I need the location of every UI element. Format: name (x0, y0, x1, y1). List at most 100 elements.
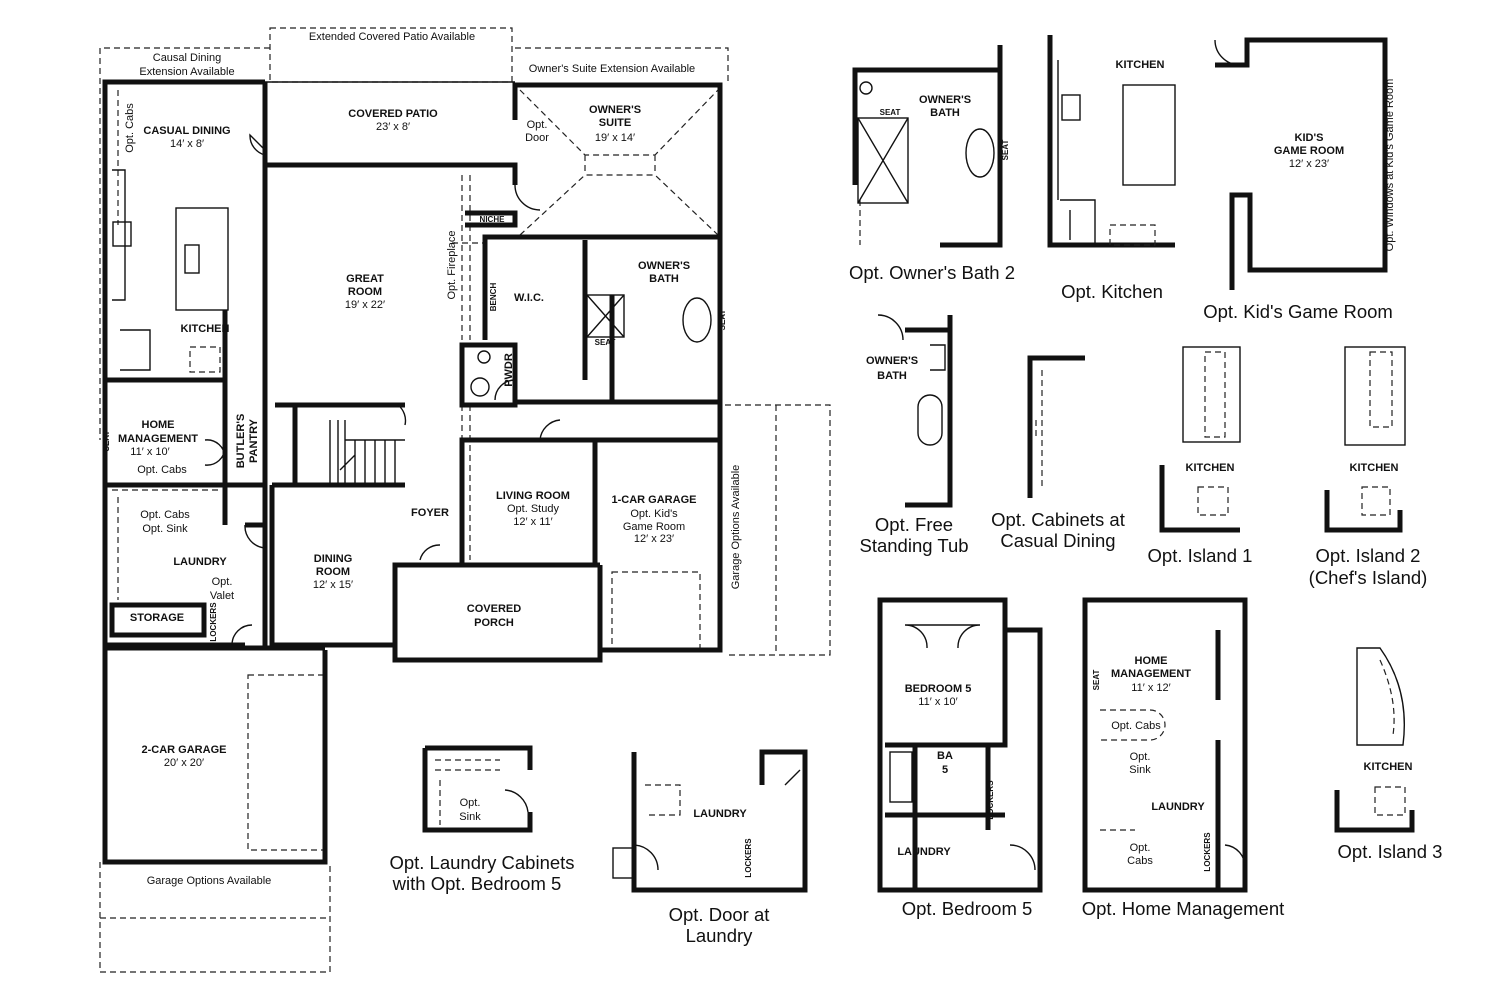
fireplace-dashed-lower (461, 405, 471, 560)
kgr-windows: Opt. Windows at Kid's Game Room (1384, 79, 1396, 252)
caption-tub-2: Standing Tub (859, 535, 968, 556)
opt-cabs-dashed (112, 90, 220, 600)
kitchen-label: KITCHEN (181, 323, 230, 335)
kgr-dim: 12′ x 23′ (1289, 158, 1329, 170)
extended-patio-label: Extended Covered Patio Available (309, 31, 475, 43)
extended-patio-option (269, 27, 513, 83)
opt-kitchen: KITCHEN Opt. Kitchen (1047, 35, 1176, 302)
door-swings (204, 133, 561, 646)
opt-kids-game-room: KID'S GAME ROOM 12′ x 23′ Opt. Windows a… (1203, 37, 1396, 322)
tub-seat-label: SEAT (718, 310, 727, 331)
caption-cabinets-1: Opt. Cabinets at (991, 509, 1125, 530)
owners-suite-name-1: OWNER'S (589, 104, 641, 116)
owners-suite-dim: 19′ x 14′ (595, 132, 635, 144)
caption-island-2-1: Opt. Island 2 (1316, 545, 1421, 566)
owners-suite-name-2: SUITE (599, 117, 631, 129)
pwdr-label: PWDR (503, 353, 515, 387)
ob2-name-1: OWNER'S (919, 94, 971, 106)
covered-patio-name: COVERED PATIO (348, 108, 438, 120)
powder-room (459, 342, 518, 408)
opt-kitchen-label: KITCHEN (1116, 59, 1165, 71)
dl-laundry: LAUNDRY (693, 808, 747, 820)
opt-island-cabinet (189, 346, 221, 373)
living-room-name: LIVING ROOM (496, 490, 570, 502)
owners-bath-name-1: OWNER'S (638, 260, 690, 272)
caption-laundry-cabinets-2: with Opt. Bedroom 5 (392, 873, 562, 894)
opt-fireplace-label: Opt. Fireplace (446, 230, 458, 299)
shower-x (586, 294, 625, 338)
kitchen-walls (105, 82, 268, 650)
laundry-walls (105, 485, 265, 648)
shower (586, 294, 625, 338)
bath-walls (515, 240, 720, 405)
niche-label: NICHE (480, 215, 506, 224)
tub-name-1: OWNER'S (866, 355, 918, 367)
caption-bedroom-5: Opt. Bedroom 5 (902, 898, 1033, 919)
storage-label: STORAGE (130, 612, 184, 624)
home-mgmt-name-1: HOME (142, 419, 175, 431)
hm-sink-1: Opt. (1130, 751, 1151, 763)
bed5-lockers: LOCKERS (986, 780, 995, 820)
cooktop (112, 221, 132, 247)
island2-kitchen: KITCHEN (1350, 462, 1399, 474)
garage-side-option (725, 404, 831, 656)
opt-bedroom-5: BEDROOM 5 11′ x 10′ BA 5 LOCKERS LAUNDRY… (877, 597, 1043, 919)
ob2-seat: SEAT (880, 108, 901, 117)
one-car-garage-opt-2: Game Room (623, 521, 685, 533)
niche-wall (465, 210, 518, 228)
dining-room-name-2: ROOM (316, 566, 350, 578)
home-mgmt-opt: Opt. Cabs (137, 464, 187, 476)
casual-dining-extension-option (99, 47, 270, 440)
opt-cabs-vertical: Opt. Cabs (124, 103, 136, 153)
caption-island-1: Opt. Island 1 (1148, 545, 1253, 566)
caption-kids-game-room: Opt. Kid's Game Room (1203, 301, 1393, 322)
living-room-opt: Opt. Study (507, 503, 559, 515)
bed5-laundry: LAUNDRY (897, 846, 951, 858)
covered-porch-wall (392, 562, 603, 663)
pwdr-sink (470, 377, 490, 397)
owners-suite-wall (512, 82, 723, 653)
casual-dining-name: CASUAL DINING (143, 125, 230, 137)
garage-options-side-label: Garage Options Available (730, 465, 742, 590)
patio-wall (262, 82, 518, 185)
covered-porch-1: COVERED (467, 603, 521, 615)
main-floor-plan: Extended Covered Patio Available Causal … (99, 27, 831, 973)
caption-island-2-2: (Chef's Island) (1309, 567, 1428, 588)
great-room-dim: 19′ x 22′ (345, 299, 385, 311)
kitchen-island (175, 207, 229, 311)
hm-name-2: MANAGEMENT (1111, 668, 1191, 680)
one-car-garage-name: 1-CAR GARAGE (612, 494, 697, 506)
tub-name-2: BATH (877, 370, 907, 382)
opt-valet-2: Valet (210, 590, 234, 602)
kgr-name-2: GAME ROOM (1274, 145, 1344, 157)
island3-kitchen: KITCHEN (1364, 761, 1413, 773)
hm-opt-cabs: Opt. Cabs (1111, 720, 1161, 732)
one-car-garage-dim: 12′ x 23′ (634, 533, 674, 545)
hm-dim: 11′ x 12′ (1131, 682, 1170, 694)
covered-patio-dim: 23′ x 8′ (376, 121, 410, 133)
stairs (329, 420, 405, 485)
bench-label: BENCH (489, 283, 498, 312)
lc-sink-1: Opt. (460, 797, 481, 809)
caption-home-management: Opt. Home Management (1082, 898, 1285, 919)
opt-island-1: KITCHEN Opt. Island 1 (1148, 346, 1253, 566)
foyer-label: FOYER (411, 507, 449, 519)
bed5-ba-2: 5 (942, 764, 948, 776)
caption-laundry-cabinets-1: Opt. Laundry Cabinets (389, 852, 574, 873)
laundry-opt-cabs: Opt. Cabs (140, 509, 190, 521)
opt-free-standing-tub: OWNER'S BATH Opt. Free Standing Tub (859, 314, 969, 556)
garage-bottom-option (99, 862, 331, 973)
home-mgmt-dim: 11′ x 10′ (130, 446, 169, 458)
hm-laundry: LAUNDRY (1151, 801, 1205, 813)
hm-name-1: HOME (1135, 655, 1168, 667)
ob2-tub-seat: SEAT (1001, 140, 1010, 161)
caption-door-laundry-1: Opt. Door at (669, 904, 770, 925)
casual-ext-label-1: Causal Dining (153, 52, 221, 64)
butlers-pantry-1: BUTLER'S (235, 414, 247, 469)
butlers-pantry-2: PANTRY (248, 418, 260, 463)
opt-door-laundry: LAUNDRY LOCKERS Opt. Door at Laundry (612, 749, 808, 946)
owners-ext-label: Owner's Suite Extension Available (529, 63, 695, 75)
bed5-name: BEDROOM 5 (905, 683, 972, 695)
dining-room-name-1: DINING (314, 553, 353, 565)
